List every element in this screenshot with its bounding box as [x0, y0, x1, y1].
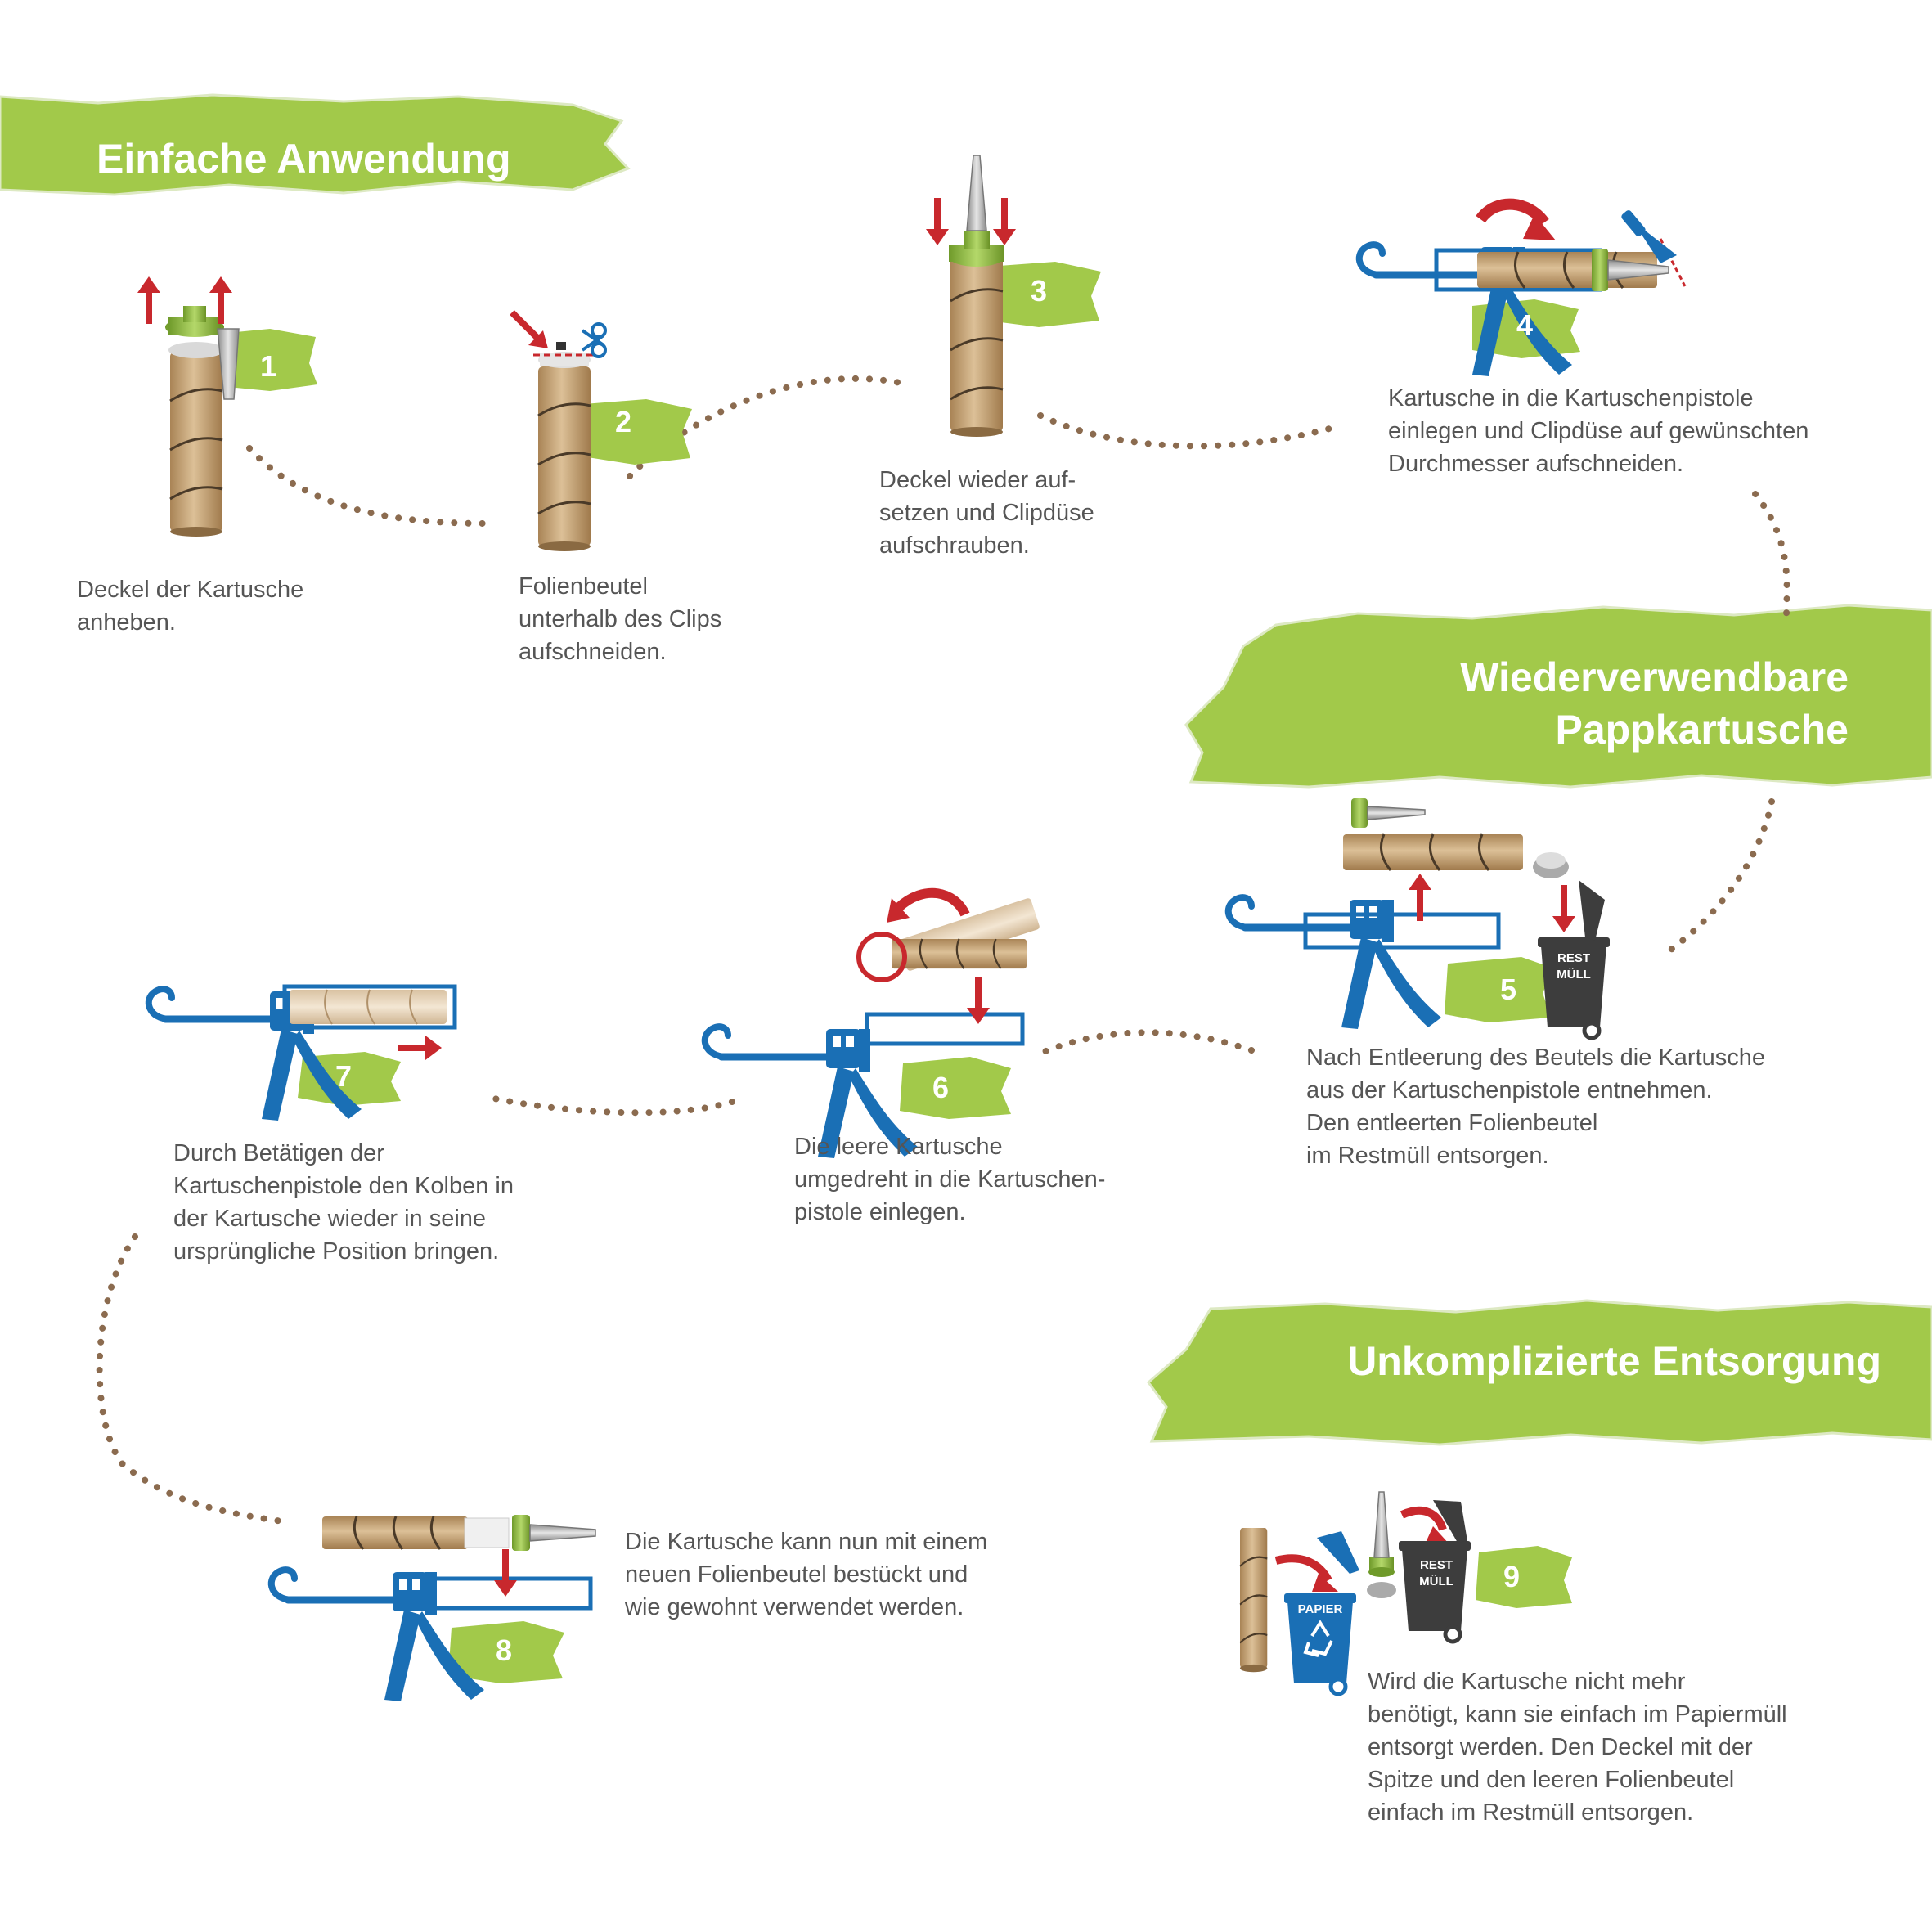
arrow-up-icon: [209, 276, 232, 324]
recycle-icon: [1303, 1620, 1333, 1657]
step-5-illustration: [1229, 798, 1610, 1038]
step-4-illustration: [1359, 198, 1687, 376]
step-5-description: Nach Entleerung des Beutels die Kartusch…: [1306, 1045, 1766, 1169]
rest-label-line1: REST: [1420, 1558, 1453, 1572]
step-3-illustration: [926, 155, 1101, 438]
section-title-entsorgung: Unkomplizierte Entsorgung: [1347, 1338, 1881, 1384]
step-1-illustration: [137, 276, 317, 538]
step-7-description: Durch Betätigen der Kartuschenpistole de…: [173, 1140, 514, 1265]
arrow-down-icon: [1552, 885, 1575, 932]
step-8-description: Die Kartusche kann nun mit einem neuen F…: [625, 1529, 988, 1620]
banner-entsorgung: [1146, 1299, 1932, 1446]
scissors-icon: [581, 322, 607, 358]
step-7-number: 7: [335, 1059, 352, 1093]
section-title-pappkartusche: Wiederverwendbare Pappkartusche: [1460, 654, 1849, 753]
step-7-illustration: [149, 984, 457, 1121]
step-4-description: Kartusche in die Kartuschenpistole einle…: [1388, 385, 1809, 477]
arrow-down-icon: [967, 977, 990, 1024]
step-1-number: 1: [260, 349, 276, 383]
restmuell-bin-icon: [1399, 1541, 1471, 1642]
step-3-number: 3: [1031, 274, 1047, 308]
step-6-description: Die leere Kartusche umgedreht in die Kar…: [794, 1134, 1106, 1225]
arrow-down-icon: [926, 198, 949, 245]
rest-label-line2: MÜLL: [1557, 968, 1591, 982]
banner-pappkartusche: [1184, 604, 1932, 789]
step-3-description: Deckel wieder auf- setzen und Clipdüse a…: [879, 467, 1094, 559]
step-2-description: Folienbeutel unterhalb des Clips aufschn…: [519, 573, 722, 665]
step-5-number: 5: [1500, 973, 1516, 1006]
step-9-illustration: [1238, 1491, 1572, 1694]
arrow-up-icon: [137, 276, 160, 324]
step-8-number: 8: [496, 1633, 512, 1667]
step-9-number: 9: [1503, 1560, 1520, 1593]
rest-label-line1: REST: [1557, 951, 1590, 965]
step-6-number: 6: [932, 1071, 949, 1104]
step-2-number: 2: [615, 405, 631, 438]
arrow-down-icon: [494, 1549, 517, 1597]
banner-einfache-anwendung: [0, 93, 631, 196]
dotted-connectors: [96, 375, 1790, 1525]
step-8-illustration: [272, 1515, 596, 1701]
step-4-number: 4: [1516, 308, 1533, 342]
step-6-illustration: [705, 887, 1040, 1158]
step-2-illustration: [510, 310, 692, 553]
section-title-einfache-anwendung: Einfache Anwendung: [97, 136, 511, 182]
papier-label: PAPIER: [1298, 1602, 1343, 1616]
step-9-description: Wird die Kartusche nicht mehr benötigt, …: [1368, 1669, 1787, 1826]
step-1-description: Deckel der Kartusche anheben.: [77, 577, 304, 636]
rest-label-line2: MÜLL: [1419, 1575, 1453, 1588]
arrow-down-icon: [993, 198, 1016, 245]
